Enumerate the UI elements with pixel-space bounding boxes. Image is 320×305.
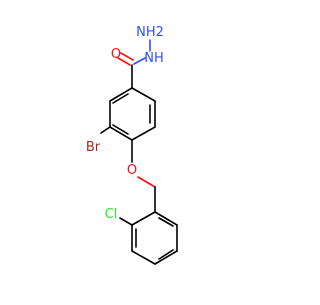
ring2-inner-2 — [158, 249, 174, 260]
ring2-bond-1 — [131, 211, 156, 226]
ring1-bond-4 — [109, 126, 133, 141]
bond-c-br — [100, 126, 111, 134]
ring2-inner-3 — [158, 217, 174, 227]
atom-carbonyl-o: O — [111, 47, 121, 62]
bond-n-carbonyl-c — [133, 57, 146, 65]
molecule-structure: NH2 NH O Br O Cl — [86, 25, 178, 265]
atom-br: Br — [86, 140, 101, 155]
atom-nh: NH — [144, 51, 164, 66]
bond-c-o-double-1 — [120, 52, 134, 61]
atom-nh2: NH2 — [136, 25, 164, 40]
ring2-bond-3 — [131, 250, 156, 265]
atom-label-layer: NH2 NH O Br O Cl — [86, 25, 164, 222]
bond-layer — [100, 39, 178, 265]
ring1-bond-6 — [109, 87, 133, 102]
atom-cl: Cl — [105, 207, 118, 222]
ring2-bond-4 — [154, 250, 178, 265]
ring2-bond-6 — [154, 211, 178, 226]
ring1-inner-2 — [112, 124, 129, 135]
structure-canvas: NH2 NH O Br O Cl — [86, 25, 178, 265]
bond-c-cl — [119, 217, 133, 226]
ring1-inner-3 — [112, 93, 129, 104]
bond-o-ch2 — [137, 176, 156, 188]
ring1-bond-1 — [131, 87, 156, 102]
ring1-bond-3 — [131, 126, 156, 141]
bond-c-o-double-2 — [117, 57, 131, 66]
atom-ether-o: O — [127, 163, 137, 178]
